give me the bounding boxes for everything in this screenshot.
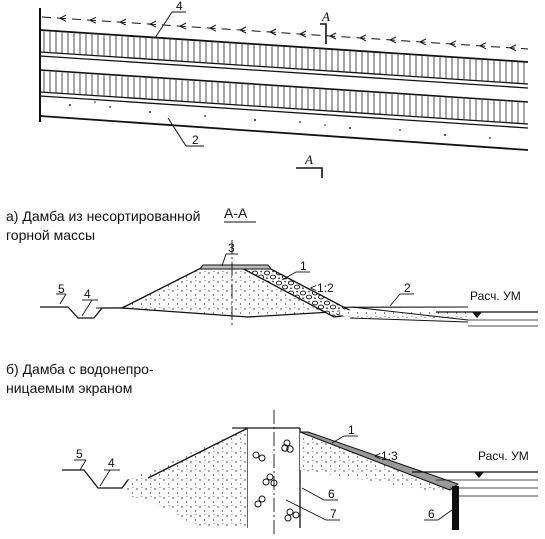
section-a-title: А-А — [224, 205, 248, 221]
section-b-label-1: 1 — [348, 423, 355, 437]
section-b-label-6-core: 6 — [328, 487, 335, 501]
plan-view: A A 4 2 — [39, 0, 529, 178]
section-b-label-6-wall: 6 — [428, 507, 435, 521]
plan-section-mark-bottom: A — [304, 152, 313, 167]
section-a-label-5: 5 — [58, 282, 65, 296]
section-a-water-level: Расч. УМ — [470, 289, 521, 303]
section-a-label-3: 3 — [228, 241, 235, 255]
section-a-caption-line1: а) Дамба из несортированной — [6, 208, 201, 224]
section-b: 5 4 1 <1:3 Расч. УМ 6 7 6 — [62, 410, 538, 536]
section-b-label-4: 4 — [108, 456, 115, 470]
section-a-caption-line2: горной массы — [6, 227, 96, 243]
plan-label-2: 2 — [192, 133, 199, 147]
section-a-label-4: 4 — [84, 287, 91, 301]
plan-label-4: 4 — [176, 0, 183, 13]
section-a-slope: <1:2 — [310, 281, 334, 295]
section-b-caption-line2: ницаемым экраном — [6, 380, 133, 396]
section-a-label-2: 2 — [404, 281, 411, 295]
section-b-label-7: 7 — [330, 507, 337, 521]
section-b-caption-line1: б) Дамба с водонепро- — [6, 361, 154, 377]
section-b-label-5: 5 — [76, 447, 83, 461]
section-a-label-1: 1 — [300, 259, 307, 273]
section-a: А-А 5 4 3 1 <1:2 — [40, 205, 538, 328]
section-b-water-level: Расч. УМ — [478, 449, 529, 463]
section-b-slope: <1:3 — [374, 449, 398, 463]
plan-section-mark-top: A — [321, 9, 330, 24]
